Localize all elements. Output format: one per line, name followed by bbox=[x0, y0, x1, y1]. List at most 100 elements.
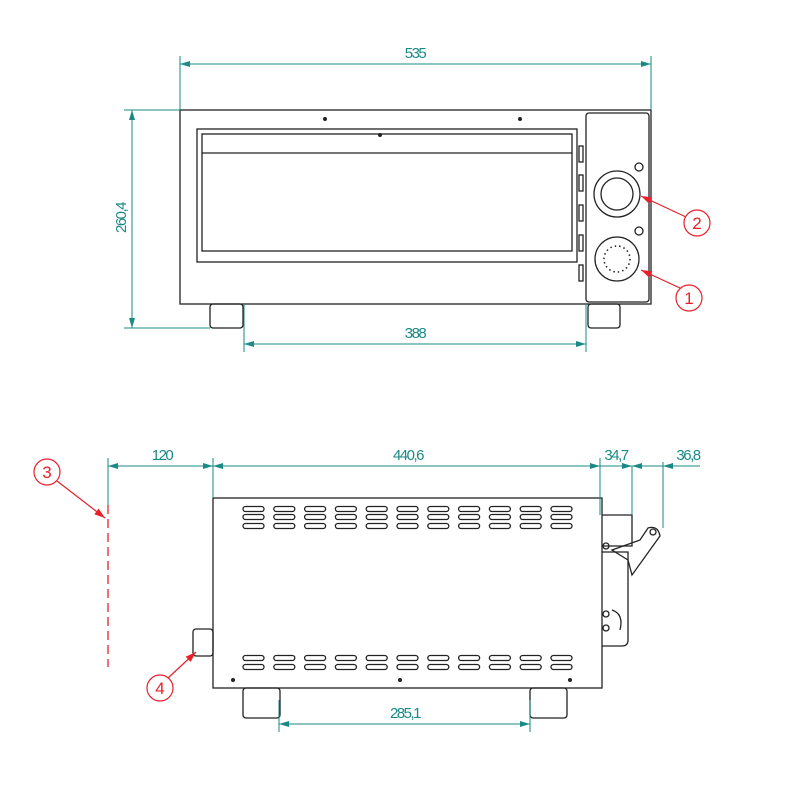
screw bbox=[518, 117, 522, 121]
screw bbox=[378, 133, 382, 137]
vent-slot bbox=[334, 505, 358, 513]
vent-slots bbox=[242, 505, 573, 671]
callout-1: 1 bbox=[640, 269, 703, 312]
dimension-depth: 440,6 bbox=[213, 447, 601, 515]
dimension-label: 36,8 bbox=[676, 447, 700, 464]
vent-slot bbox=[519, 654, 542, 662]
vent-slot bbox=[334, 663, 358, 671]
vent-slot bbox=[242, 663, 265, 671]
callout-2: 2 bbox=[640, 195, 711, 237]
vent-slot bbox=[519, 663, 542, 671]
dimension-label: 260,4 bbox=[113, 202, 130, 233]
vent-slot bbox=[334, 513, 358, 521]
vent-slot bbox=[488, 505, 512, 513]
vent-slot bbox=[457, 654, 481, 662]
vent-slot bbox=[365, 522, 388, 530]
foot bbox=[242, 687, 281, 719]
vent-slot bbox=[365, 505, 388, 513]
vent-slot bbox=[242, 522, 265, 530]
cable-gland bbox=[192, 628, 214, 657]
timer-knob bbox=[593, 162, 644, 218]
vent-slot bbox=[550, 522, 573, 530]
vent-slot bbox=[550, 654, 573, 662]
vent-slot bbox=[303, 654, 327, 662]
vent-slot bbox=[303, 505, 327, 513]
side-view: 120 440,6 34,7 36,8 285,1 3 4 bbox=[33, 447, 702, 732]
screw bbox=[323, 117, 327, 121]
vent-slot bbox=[365, 663, 388, 671]
dimension-label: 440,6 bbox=[393, 447, 424, 464]
vent-slot bbox=[457, 513, 481, 521]
vent-slot bbox=[242, 654, 265, 662]
dimension-width: 535 bbox=[179, 45, 652, 110]
vent-slot bbox=[488, 522, 512, 530]
vent-slot bbox=[550, 513, 573, 521]
vent-slot bbox=[488, 513, 512, 521]
callout-4: 4 bbox=[146, 651, 197, 702]
dimension-panel: 34,7 bbox=[600, 447, 633, 515]
foot bbox=[529, 687, 568, 719]
vent-slot bbox=[273, 522, 296, 530]
dimension-feet-side: 285,1 bbox=[278, 700, 531, 732]
svg-text:4: 4 bbox=[155, 679, 164, 698]
dimension-height: 260,4 bbox=[113, 109, 210, 329]
dimension-feet-front: 388 bbox=[243, 304, 587, 352]
vent-slot bbox=[273, 654, 296, 662]
vent-slot bbox=[396, 513, 419, 521]
vent-slot bbox=[427, 513, 450, 521]
foot bbox=[209, 303, 244, 329]
vent-slot bbox=[427, 663, 450, 671]
svg-text:3: 3 bbox=[42, 463, 51, 482]
vent-slot bbox=[427, 505, 450, 513]
vent-slot bbox=[273, 505, 296, 513]
vent-slot bbox=[303, 663, 327, 671]
vent-slot bbox=[396, 522, 419, 530]
vent-slot bbox=[519, 513, 542, 521]
vent-slot bbox=[303, 513, 327, 521]
thermostat-knob bbox=[594, 226, 644, 282]
dimension-label: 34,7 bbox=[604, 447, 628, 464]
dimension-clearance: 120 bbox=[107, 447, 214, 505]
side-slots bbox=[578, 145, 584, 282]
oven-body-front bbox=[179, 109, 652, 305]
vent-slot bbox=[519, 522, 542, 530]
vent-slot bbox=[273, 513, 296, 521]
door-window bbox=[201, 133, 573, 252]
vent-slot bbox=[273, 663, 296, 671]
vent-slot bbox=[242, 513, 265, 521]
vent-slot bbox=[396, 663, 419, 671]
vent-slot bbox=[550, 663, 573, 671]
dimension-label: 285,1 bbox=[390, 705, 421, 722]
door-frame bbox=[196, 128, 578, 263]
front-view: 535 260,4 388 2 1 bbox=[113, 45, 711, 352]
vent-slot bbox=[519, 505, 542, 513]
callout-3: 3 bbox=[33, 458, 106, 519]
vent-slot bbox=[457, 505, 481, 513]
vent-slot bbox=[488, 663, 512, 671]
vent-slot bbox=[334, 522, 358, 530]
vent-slot bbox=[365, 513, 388, 521]
door-hinge bbox=[602, 514, 661, 647]
svg-text:1: 1 bbox=[684, 289, 693, 308]
vent-slot bbox=[427, 522, 450, 530]
vent-slot bbox=[396, 654, 419, 662]
vent-slot bbox=[550, 505, 573, 513]
vent-slot bbox=[303, 522, 327, 530]
vent-slot bbox=[488, 654, 512, 662]
vent-slot bbox=[242, 505, 265, 513]
vent-slot bbox=[334, 654, 358, 662]
dimension-label: 535 bbox=[405, 45, 427, 62]
dimension-label: 120 bbox=[152, 447, 174, 464]
dimension-label: 388 bbox=[405, 325, 427, 342]
vent-slot bbox=[396, 505, 419, 513]
vent-slot bbox=[457, 663, 481, 671]
control-panel bbox=[585, 112, 650, 303]
vent-slot bbox=[365, 654, 388, 662]
dimension-handle: 36,8 bbox=[632, 447, 702, 528]
vent-slot bbox=[427, 654, 450, 662]
foot bbox=[587, 303, 621, 329]
oven-body-side bbox=[212, 497, 603, 689]
svg-text:2: 2 bbox=[692, 214, 701, 233]
